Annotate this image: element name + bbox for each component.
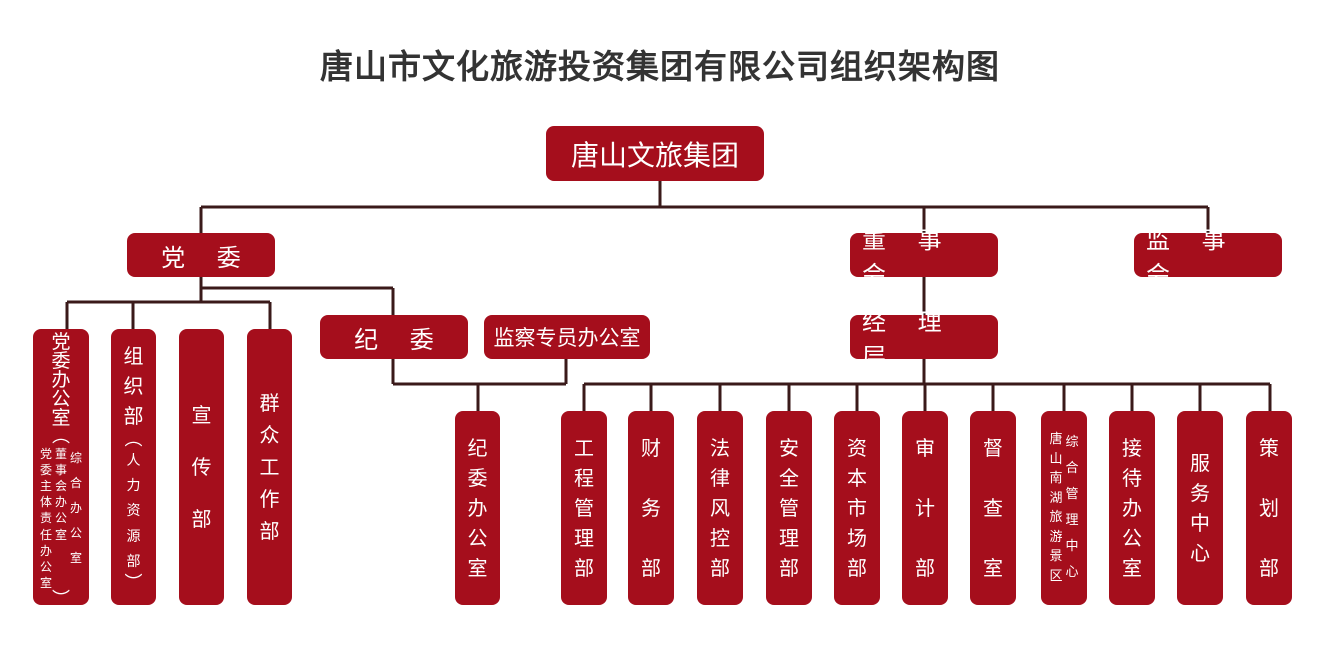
mass-work-dept-node: 群众工作部 — [247, 329, 292, 605]
management-dept-title: 财务部 — [641, 436, 661, 580]
management-dept-node: 审计部 — [902, 411, 948, 605]
management-dept-columns: 唐山南湖旅游景区综合管理中心 — [1049, 430, 1078, 586]
management-dept-node: 工程管理部 — [561, 411, 607, 605]
management-dept-title: 审计部 — [915, 436, 935, 580]
management-dept-node: 接待办公室 — [1109, 411, 1155, 605]
discipline-office-title: 纪委办公室 — [467, 436, 488, 580]
management-dept-node: 资本市场部 — [834, 411, 880, 605]
mass-work-dept-title: 群众工作部 — [259, 391, 280, 543]
management-dept-node: 安全管理部 — [766, 411, 812, 605]
board-node: 董 事 会 — [850, 226, 998, 289]
management-dept-node: 法律风控部 — [697, 411, 743, 605]
management-dept-title: 服务中心 — [1190, 451, 1210, 565]
management-dept-node: 策划部 — [1246, 411, 1292, 605]
discipline-office-node: 纪委办公室 — [455, 411, 500, 605]
close-paren: ︶ — [124, 572, 143, 594]
management-dept-title: 接待办公室 — [1122, 436, 1142, 580]
party-office-sub-b: 董事会办公室 — [54, 446, 67, 542]
publicity-dept-title: 宣传部 — [191, 403, 212, 531]
management-dept-node: 唐山南湖旅游景区综合管理中心 — [1041, 411, 1087, 605]
discipline-committee-node: 纪 委 — [320, 315, 468, 359]
management-dept-node: 督查室 — [970, 411, 1016, 605]
root-node: 唐山文旅集团 — [546, 126, 764, 181]
close-paren: ︶ — [52, 589, 70, 611]
organization-dept-title: 组织部 — [123, 344, 144, 429]
open-paren: ︵ — [52, 425, 70, 447]
party-office-title: 党委办公室 — [51, 330, 71, 429]
organization-dept-sub: 人力资源部 — [126, 453, 141, 570]
management-dept-title: 法律风控部 — [710, 436, 730, 580]
party-office-node: 党委办公室 ︵ 党委主体责任办公室 董事会办公室 综合办公室 ︶ — [33, 329, 89, 609]
management-dept-title: 综合管理中心 — [1065, 435, 1079, 580]
party-office-subtitles: 党委主体责任办公室 董事会办公室 综合办公室 — [40, 446, 82, 592]
management-dept-title: 安全管理部 — [779, 436, 799, 580]
management-node: 经 理 层 — [850, 308, 998, 371]
management-dept-node: 财务部 — [628, 411, 674, 605]
management-dept-title: 策划部 — [1259, 436, 1279, 580]
management-dept-node: 服务中心 — [1177, 411, 1223, 605]
management-dept-title: 工程管理部 — [574, 436, 594, 580]
page-title: 唐山市文化旅游投资集团有限公司组织架构图 — [320, 47, 1000, 86]
management-dept-sub: 唐山南湖旅游景区 — [1049, 432, 1063, 584]
supervisory-board-node: 监 事 会 — [1134, 226, 1282, 289]
organization-dept-node: 组织部 ︵ 人力资源部 ︶ — [111, 329, 156, 605]
management-dept-title: 资本市场部 — [847, 436, 867, 580]
party-office-sub-c: 综合办公室 — [70, 450, 83, 566]
management-dept-title: 督查室 — [983, 436, 1003, 580]
open-paren: ︵ — [124, 429, 143, 451]
party-committee-node: 党 委 — [127, 233, 275, 277]
supervision-office-node: 监察专员办公室 — [484, 315, 650, 359]
party-office-sub-a: 党委主体责任办公室 — [39, 446, 52, 591]
publicity-dept-node: 宣传部 — [179, 329, 224, 605]
